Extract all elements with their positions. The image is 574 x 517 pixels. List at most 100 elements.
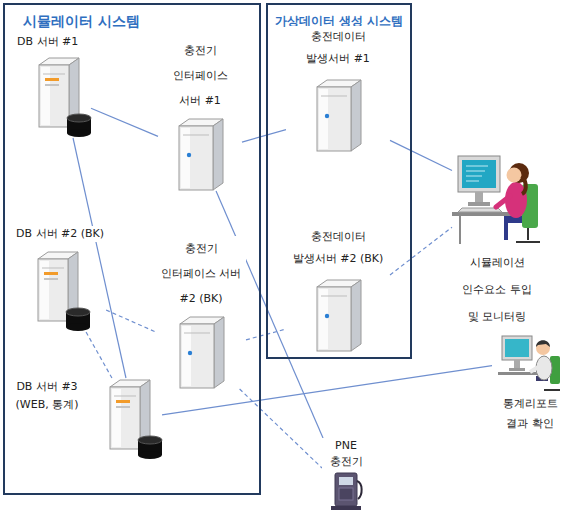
charger-screen: [339, 477, 353, 485]
power-led: [325, 314, 329, 318]
db-icon: [36, 250, 90, 332]
backup-link: [86, 332, 112, 378]
monitor-stand: [514, 360, 520, 369]
disk-bottom: [138, 451, 162, 459]
data-generator-server: 충전데이터 발생서버 #2 (BK): [286, 226, 390, 352]
srv-icon: [315, 78, 361, 152]
interface-server: 충전기 인터페이스 서버 #2 (BK): [156, 236, 246, 389]
disk-top: [66, 308, 90, 316]
node-label: 통계리포트 결과 확인: [492, 394, 568, 434]
server-highlight: [182, 326, 191, 386]
server-front: [180, 324, 214, 388]
monitor-frame: [458, 156, 500, 192]
drive-slot: [116, 406, 130, 408]
charger-panel: [339, 488, 353, 500]
charger-hose: [357, 481, 362, 499]
drive-stripe: [45, 78, 59, 81]
server-side: [213, 119, 223, 190]
disk-top: [138, 436, 162, 444]
person1-icon: [452, 140, 542, 245]
hair-tail: [522, 176, 526, 194]
server-panel-line: [43, 74, 65, 75]
srv-icon: [315, 278, 361, 352]
node-label: 충전기 인터페이스 서버 #2 (BK): [156, 236, 246, 311]
srv-icon: [177, 117, 223, 191]
system-region: 시뮬레이터 시스템DB 서버 #1충전기 인터페이스 서버 #1DB 서버 #2…: [3, 3, 261, 495]
server-highlight: [41, 67, 50, 125]
screen-line: [466, 166, 488, 167]
server-panel-line: [114, 396, 136, 397]
server-highlight: [319, 89, 328, 149]
node-label: 충전데이터 발생서버 #2 (BK): [286, 226, 390, 270]
data-generator-server: 충전데이터 발생서버 #1: [286, 26, 390, 152]
db-server: DB 서버 #3 (WEB, 통계): [6, 378, 162, 460]
network-link: [91, 108, 158, 136]
disk-top: [67, 114, 91, 122]
monitor-base: [468, 202, 490, 206]
lower-legs: [504, 222, 508, 240]
server-highlight: [112, 389, 121, 447]
operator-figure: 시뮬레이션 인수요소 투입 및 모니터링: [452, 140, 542, 330]
network-link: [73, 138, 126, 378]
screen-line: [466, 176, 482, 177]
db-server: DB 서버 #2 (BK): [14, 226, 106, 332]
hair: [536, 340, 550, 347]
node-label: 충전데이터 발생서버 #1: [286, 26, 390, 70]
face: [507, 168, 522, 183]
drive-stripe: [116, 400, 130, 403]
server-highlight: [181, 128, 190, 188]
node-label: DB 서버 #2 (BK): [14, 226, 106, 242]
disk-bottom: [66, 323, 90, 331]
server-front: [317, 287, 351, 351]
charger-unit: PNE 충전기: [322, 438, 370, 511]
chair-post: [527, 228, 529, 240]
system-region: 가상데이터 생성 시스템충전데이터 발생서버 #1충전데이터 발생서버 #2 (…: [266, 3, 412, 359]
server-highlight: [319, 289, 328, 349]
operator-figure: 통계리포트 결과 확인: [492, 328, 568, 434]
server-panel-line: [184, 333, 210, 334]
db-icon: [108, 378, 162, 460]
db-icon: [37, 56, 91, 138]
backup-link: [106, 310, 156, 332]
drive-slot: [45, 84, 59, 86]
power-led: [188, 351, 192, 355]
server-front: [179, 126, 213, 190]
backup-link: [240, 389, 322, 468]
node-label: 시뮬레이션 인수요소 투입 및 모니터링: [459, 249, 535, 330]
monitor-screen: [505, 339, 529, 357]
server-panel-line: [183, 135, 209, 136]
charger-body: [335, 473, 357, 506]
power-led: [325, 114, 329, 118]
charger-base: [331, 506, 361, 510]
server-front: [317, 87, 351, 151]
power-led: [187, 153, 191, 157]
monitor-frame: [502, 336, 532, 360]
arm: [496, 196, 510, 207]
network-link: [242, 130, 286, 142]
drive-slot: [44, 278, 58, 280]
monitor-screen: [462, 160, 496, 188]
server-front: [38, 259, 68, 321]
server-panel-line: [321, 296, 347, 297]
node-label: DB 서버 #3 (WEB, 통계): [6, 378, 88, 414]
pne-icon: [329, 471, 363, 511]
server-front: [110, 387, 140, 449]
server-side: [214, 317, 224, 388]
screen-line: [466, 181, 479, 182]
server-highlight: [40, 261, 49, 319]
node-label: DB 서버 #1: [15, 34, 80, 50]
node-label: PNE 충전기: [322, 438, 370, 470]
backup-link: [390, 227, 452, 275]
monitor-base: [509, 368, 525, 371]
disk-bottom: [67, 129, 91, 137]
server-side: [351, 280, 361, 351]
interface-server: 충전기 인터페이스 서버 #1: [158, 38, 242, 191]
server-side: [351, 80, 361, 151]
node-label: 충전기 인터페이스 서버 #1: [158, 38, 242, 113]
desk-leg: [459, 216, 461, 244]
person2-icon: [498, 328, 562, 392]
server-front: [39, 65, 69, 127]
chair-foot: [544, 389, 560, 391]
server-panel-line: [321, 96, 347, 97]
